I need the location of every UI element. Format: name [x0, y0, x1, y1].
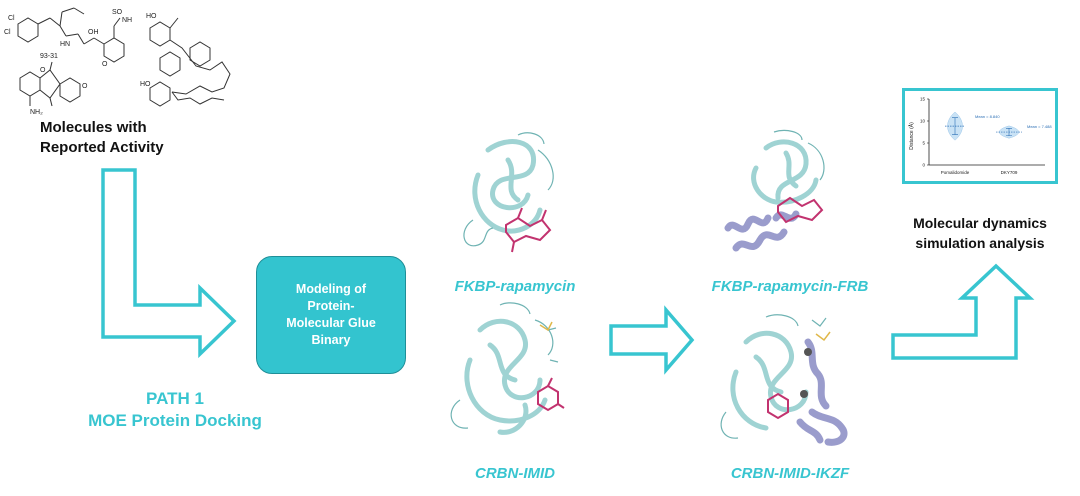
svg-text:SO: SO [112, 9, 123, 16]
crbn-imid-ikzf-label: CRBN-IMID-IKZF [730, 465, 850, 482]
svg-text:HO: HO [146, 13, 157, 20]
path-label-line2: MOE Protein Docking [88, 411, 262, 430]
svg-text:Cl: Cl [4, 29, 11, 36]
svg-text:NH₂: NH₂ [30, 109, 43, 116]
md-chart-category-2: DKY709 [1001, 170, 1018, 175]
modeling-box-line1: Modeling of [295, 282, 367, 296]
modeling-box-line4: Binary [311, 333, 351, 347]
md-chart-mean-label-2: Mean = 7.488 [1027, 124, 1052, 129]
md-caption-line1: Molecular dynamics [913, 215, 1047, 231]
fkbp-rapamycin-structure [463, 132, 554, 253]
molecule-structures: Cl Cl HN OH O SO NH NH₂ O O HO HO 93-31 [4, 7, 231, 116]
md-chart-error-bar [952, 117, 958, 135]
molecules-caption: Molecules with Reported Activity [40, 118, 230, 158]
bent-up-arrow-icon [891, 263, 1035, 360]
svg-text:Cl: Cl [8, 15, 15, 22]
path-label-line1: PATH 1 [146, 389, 204, 408]
compound-label: 93-31 [40, 53, 58, 60]
svg-text:O: O [40, 67, 46, 74]
md-chart-mean-label-1: Mean = 8.840 [975, 114, 1000, 119]
crbn-imid-label: CRBN-IMID [475, 465, 555, 482]
modeling-box: Modeling of Protein- Molecular Glue Bina… [256, 256, 406, 374]
l-arrow-icon [101, 168, 237, 359]
modeling-box-line3: Molecular Glue [286, 316, 376, 330]
svg-text:O: O [82, 83, 88, 90]
svg-text:OH: OH [88, 29, 99, 36]
svg-text:HO: HO [140, 81, 151, 88]
md-caption: Molecular dynamics simulation analysis [880, 213, 1080, 253]
fkbp-rapamycin-frb-structure [724, 129, 825, 252]
svg-text:O: O [102, 61, 108, 68]
md-chart-ytick-label: 15 [920, 97, 926, 102]
molecules-caption-line1: Molecules with [40, 119, 147, 136]
fkbp-rapamycin-label: FKBP-rapamycin [454, 278, 576, 295]
modeling-box-line2: Protein- [307, 299, 355, 313]
crbn-imid-ikzf-structure [720, 314, 848, 446]
md-chart-ytick-label: 10 [920, 119, 926, 124]
fkbp-rapamycin-frb-label: FKBP-rapamycin-FRB [711, 278, 869, 295]
path-label: PATH 1 MOE Protein Docking [60, 388, 290, 432]
md-chart-ytick-label: 5 [922, 141, 925, 146]
md-caption-line2: simulation analysis [915, 235, 1045, 251]
svg-text:HN: HN [60, 41, 70, 48]
right-arrow-icon [609, 305, 695, 375]
md-chart-category-1: Pomalidomide [941, 170, 970, 175]
crbn-imid-structure [450, 302, 565, 435]
molecules-caption-line2: Reported Activity [40, 139, 164, 156]
md-chart-error-bar [1006, 128, 1012, 137]
md-chart-ylabel: Distance (Å) [908, 122, 915, 150]
svg-text:NH: NH [122, 17, 132, 24]
md-chart-ytick-label: 0 [922, 163, 925, 168]
